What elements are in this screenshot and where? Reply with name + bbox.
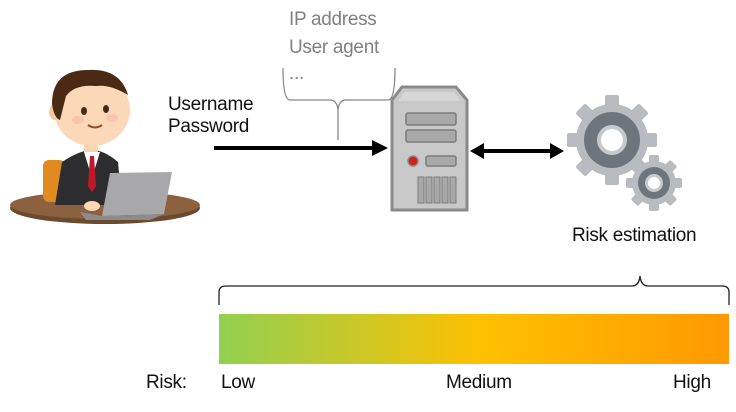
username-label: Username <box>168 94 254 115</box>
risk-level-low: Low <box>221 372 255 393</box>
risk-prefix-label: Risk: <box>146 372 187 393</box>
credentials-label: Username Password <box>168 94 254 138</box>
user-at-laptop-icon <box>10 69 200 224</box>
risk-level-high: High <box>673 372 711 393</box>
password-label: Password <box>168 116 250 137</box>
bidirectional-arrow <box>470 143 564 159</box>
credentials-arrow <box>214 140 388 156</box>
risk-estimation-label: Risk estimation <box>572 225 697 246</box>
risk-level-medium: Medium <box>446 372 512 393</box>
user-agent-label: User agent <box>289 37 379 58</box>
ip-address-label: IP address <box>289 9 377 30</box>
risk-gradient-bar <box>219 314 729 364</box>
metadata-brace <box>282 67 396 140</box>
server-icon <box>390 85 469 212</box>
metadata-label: IP address User agent ... <box>289 9 379 85</box>
ellipsis-label: ... <box>289 63 304 84</box>
gears-icon <box>567 95 682 211</box>
scale-brace <box>218 275 730 305</box>
